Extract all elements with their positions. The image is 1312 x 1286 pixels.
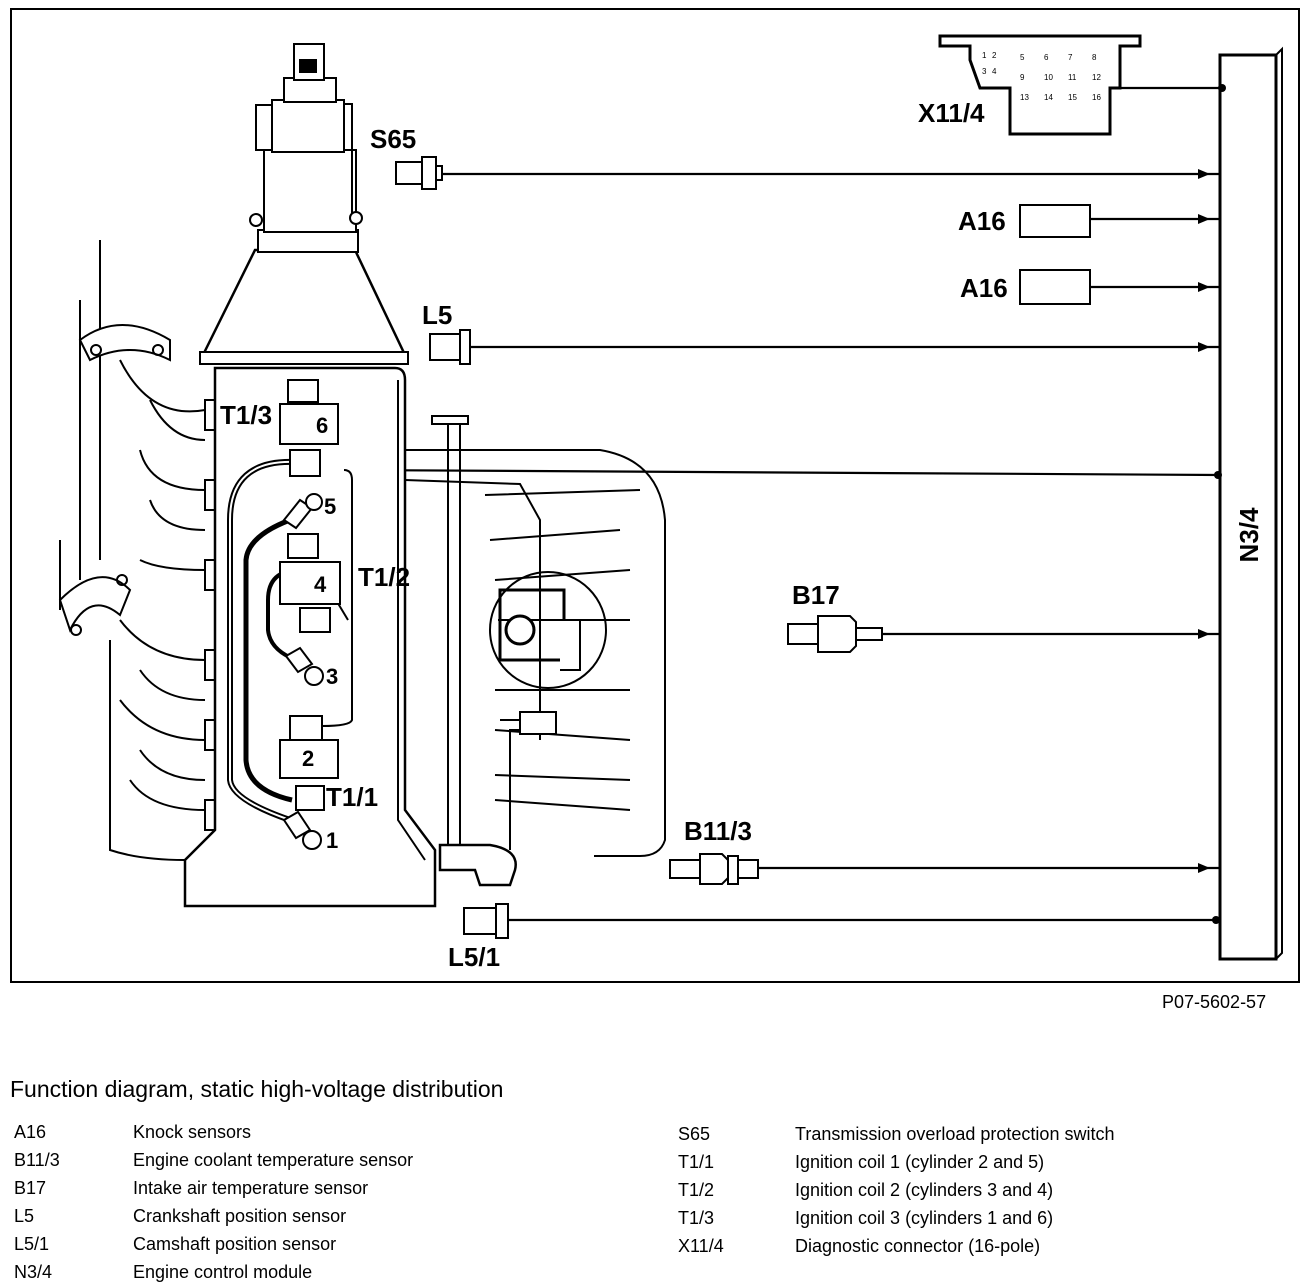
wire-ignition xyxy=(351,468,1221,477)
legend-right: S65 Transmission overload protection swit… xyxy=(678,1120,1114,1260)
legend-row: T1/1 Ignition coil 1 (cylinder 2 and 5) xyxy=(678,1148,1114,1176)
coil-t1-2: 4 xyxy=(279,533,341,633)
cylinder-4-label: 4 xyxy=(314,572,327,597)
legend-description: Engine control module xyxy=(133,1262,313,1282)
legend-code: A16 xyxy=(14,1122,47,1142)
label-b11-3: B11/3 xyxy=(684,816,752,846)
legend-row: X11/4 Diagnostic connector (16-pole) xyxy=(678,1232,1114,1260)
legend-row: B11/3 Engine coolant temperature sensor xyxy=(14,1146,413,1174)
legend-description: Crankshaft position sensor xyxy=(133,1206,347,1226)
cylinder-3-label: 3 xyxy=(326,664,338,689)
knock-sensor-top: A16 xyxy=(958,204,1091,238)
legend-code: X11/4 xyxy=(678,1236,724,1256)
connector-pin-label: 7 xyxy=(1068,53,1073,62)
ht-lead-mid xyxy=(243,517,293,803)
label-a16-bottom: A16 xyxy=(960,273,1008,303)
cylinder-5-label: 5 xyxy=(324,494,336,519)
wire-junctions xyxy=(1198,84,1226,924)
spark-plug-5: 5 xyxy=(282,493,336,530)
legend-row: T1/3 Ignition coil 3 (cylinders 1 and 6) xyxy=(678,1204,1114,1232)
wiring xyxy=(351,86,1221,922)
coil-t1-3: 6 xyxy=(279,379,339,477)
legend-description: Knock sensors xyxy=(133,1122,252,1142)
connector-pin-label: 10 xyxy=(1044,73,1053,82)
diagram-frame xyxy=(10,8,1300,983)
knock-sensor-bottom: A16 xyxy=(960,269,1091,305)
legend-code: B11/3 xyxy=(14,1150,60,1170)
engine-illustration xyxy=(58,43,666,908)
cylinder-1-label: 1 xyxy=(326,828,338,853)
legend-code: L5/1 xyxy=(14,1234,50,1254)
connector-pin-label: 5 xyxy=(1020,53,1025,62)
legend-row: A16 Knock sensors xyxy=(14,1118,413,1146)
label-t1-2: T1/2 xyxy=(358,562,410,592)
legend-code: T1/1 xyxy=(678,1152,715,1172)
engine-control-module: N3/4 xyxy=(1218,46,1283,961)
crankshaft-sensor: L5 xyxy=(422,300,471,365)
legend-row: L5 Crankshaft position sensor xyxy=(14,1202,413,1230)
connector-pin-label: 4 xyxy=(992,67,997,76)
s65-switch: S65 xyxy=(370,124,443,190)
connector-pin-label: 8 xyxy=(1092,53,1097,62)
legend-description: Intake air temperature sensor xyxy=(133,1178,369,1198)
connector-pin-label: 9 xyxy=(1020,73,1025,82)
label-s65: S65 xyxy=(370,124,416,154)
legend-description: Transmission overload protection switch xyxy=(795,1124,1115,1144)
ignition-system: 6 4 2 5 3 1 T1/3 T1/2 xyxy=(220,379,410,853)
legend-description: Engine coolant temperature sensor xyxy=(133,1150,414,1170)
connector-pin-label: 11 xyxy=(1068,73,1077,82)
label-l5-1: L5/1 xyxy=(448,942,500,972)
connector-pin-label: 2 xyxy=(992,51,997,60)
label-b17: B17 xyxy=(792,580,840,610)
legend-code: L5 xyxy=(14,1206,35,1226)
coil-t1-1: 2 xyxy=(279,715,339,811)
legend-code: N3/4 xyxy=(14,1262,53,1282)
label-x11-4: X11/4 xyxy=(918,98,985,128)
figure-reference: P07-5602-57 xyxy=(1162,992,1266,1012)
connector-pin-label: 12 xyxy=(1092,73,1101,82)
connector-pin-label: 3 xyxy=(982,67,987,76)
legend-description: Ignition coil 3 (cylinders 1 and 6) xyxy=(795,1208,1054,1228)
legend-row: T1/2 Ignition coil 2 (cylinders 3 and 4) xyxy=(678,1176,1114,1204)
spark-plug-1: 1 xyxy=(282,810,338,853)
legend-row: L5/1 Camshaft position sensor xyxy=(14,1230,413,1258)
legend-row: B17 Intake air temperature sensor xyxy=(14,1174,413,1202)
intake-air-temp-sensor: B17 xyxy=(787,580,883,653)
legend-description: Diagnostic connector (16-pole) xyxy=(795,1236,1041,1256)
legend-code: S65 xyxy=(678,1124,711,1144)
cylinder-6-label: 6 xyxy=(316,413,328,438)
label-n3-4: N3/4 xyxy=(1234,507,1264,562)
legend-code: T1/3 xyxy=(678,1208,715,1228)
cylinder-2-label: 2 xyxy=(302,746,314,771)
spark-plug-3: 3 xyxy=(284,646,338,689)
connector-pin-label: 14 xyxy=(1044,93,1053,102)
legend-description: Ignition coil 1 (cylinder 2 and 5) xyxy=(795,1152,1045,1172)
label-t1-3: T1/3 xyxy=(220,400,272,430)
legend-description: Ignition coil 2 (cylinders 3 and 4) xyxy=(795,1180,1054,1200)
connector-pin-label: 15 xyxy=(1068,93,1077,102)
label-l5: L5 xyxy=(422,300,452,330)
camshaft-sensor: L5/1 xyxy=(448,903,509,972)
legend-code: B17 xyxy=(14,1178,47,1198)
label-a16-top: A16 xyxy=(958,206,1006,236)
connector-pin-label: 16 xyxy=(1092,93,1101,102)
label-t1-1: T1/1 xyxy=(326,782,378,812)
coolant-temp-sensor: B11/3 xyxy=(669,816,759,885)
legend-row: S65 Transmission overload protection swit… xyxy=(678,1120,1114,1148)
legend-description: Camshaft position sensor xyxy=(133,1234,337,1254)
connector-pin-label: 13 xyxy=(1020,93,1029,102)
diagram-caption: Function diagram, static high-voltage di… xyxy=(10,1076,504,1102)
connector-pin-label: 6 xyxy=(1044,53,1049,62)
legend-row: N3/4 Engine control module xyxy=(14,1258,413,1286)
connector-pin-label: 1 xyxy=(982,51,987,60)
legend-code: T1/2 xyxy=(678,1180,715,1200)
